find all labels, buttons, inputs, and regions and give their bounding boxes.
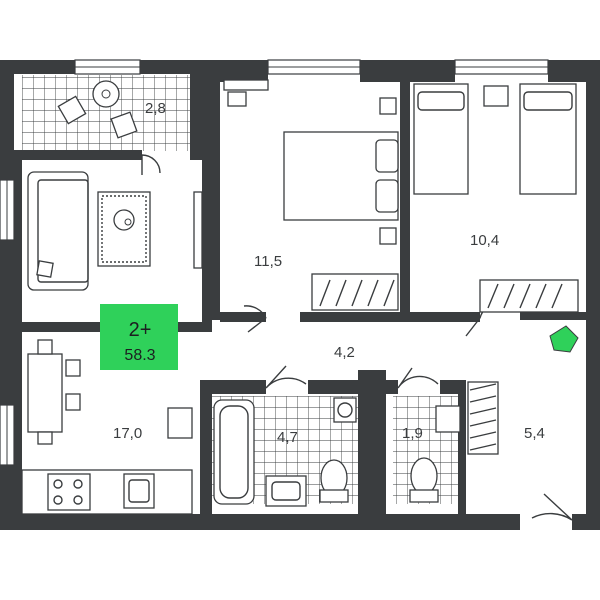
bathtub	[213, 399, 255, 505]
kids-room-furniture	[413, 83, 579, 313]
room-area-bedroom: 11,5	[254, 253, 282, 270]
plant-icon	[549, 325, 579, 353]
doors	[141, 154, 573, 521]
apartment-badge: 2+ 58.3	[100, 304, 178, 370]
balcony-table	[92, 80, 120, 108]
balcony-furniture	[57, 80, 138, 139]
room-area-bathroom: 4,7	[277, 429, 298, 446]
windows	[0, 59, 549, 466]
rooms-label: 2+	[129, 319, 152, 341]
room-area-balcony: 2,8	[145, 100, 166, 117]
desk	[223, 79, 269, 91]
living-furniture	[21, 171, 203, 515]
total-area: 58.3	[124, 347, 155, 364]
room-area-entrance: 5,4	[524, 425, 545, 442]
bathroom-fixtures	[213, 397, 461, 507]
cushion	[36, 260, 54, 278]
desk-chair	[227, 91, 247, 107]
bed-right	[519, 83, 577, 195]
hall-fixtures	[467, 325, 579, 455]
balcony-chair-right	[110, 111, 138, 139]
fridge	[167, 407, 193, 439]
room-area-hall: 4,2	[334, 344, 355, 361]
balcony-chair-left	[57, 95, 87, 125]
shoe-rack	[467, 381, 499, 455]
room-area-kids-room: 10,4	[470, 232, 499, 249]
bed-left	[413, 83, 469, 195]
dining-table	[27, 353, 63, 433]
bedroom-furniture	[223, 79, 399, 311]
tv-stand	[193, 191, 203, 269]
toilet-sink	[435, 405, 461, 433]
interior-walls	[22, 74, 586, 520]
badge-background	[100, 304, 178, 370]
wc-toilet	[410, 457, 438, 495]
room-area-toilet: 1,9	[402, 425, 423, 442]
room-area-living-kitchen: 17,0	[113, 425, 142, 442]
stove	[47, 473, 91, 511]
washing-machine	[333, 397, 357, 423]
nightstand	[483, 85, 509, 107]
wardrobe-bedroom	[311, 273, 399, 311]
